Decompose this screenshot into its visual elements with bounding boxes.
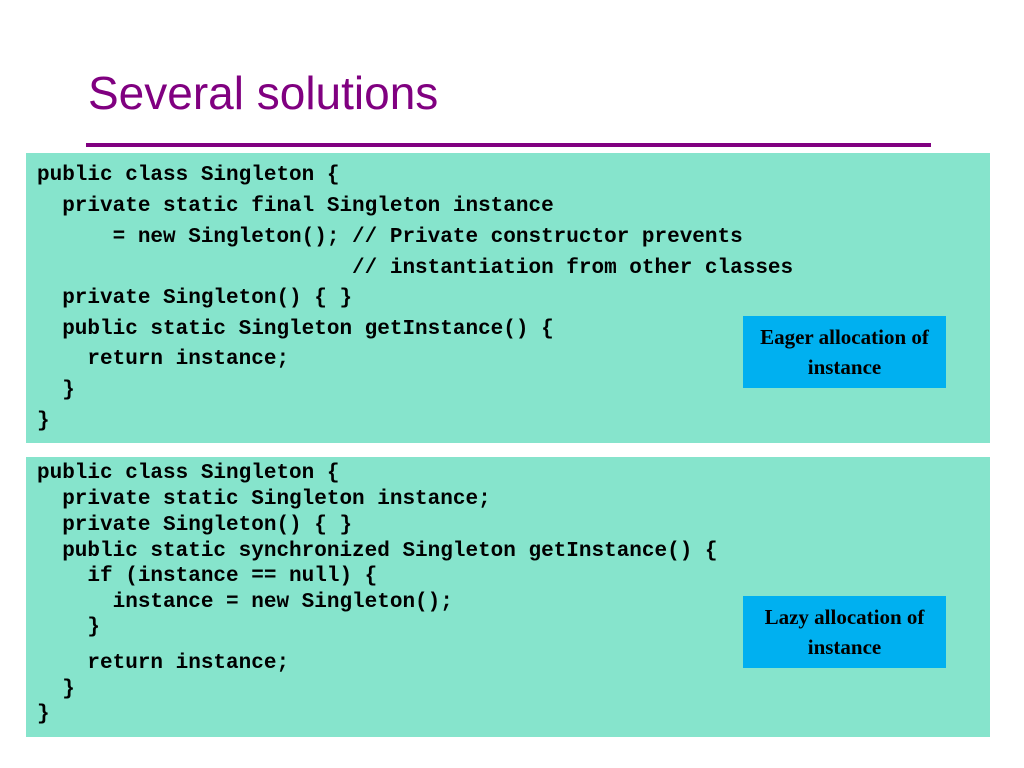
- code-line: private Singleton() { }: [37, 287, 353, 310]
- code-line: if (instance == null) {: [37, 565, 378, 588]
- code-line: public class Singleton {: [37, 462, 340, 485]
- code-line: }: [37, 379, 75, 402]
- code-line: instance = new Singleton();: [37, 591, 453, 614]
- code-line: }: [37, 678, 75, 701]
- code-line: return instance;: [37, 652, 290, 675]
- code-line: = new Singleton(); // Private constructo…: [37, 226, 743, 249]
- code-line: public static synchronized Singleton get…: [37, 540, 718, 563]
- callout-label: Lazy allocation of instance: [764, 605, 925, 659]
- code-line: }: [37, 410, 50, 433]
- eager-code-block: public class Singleton { private static …: [26, 153, 990, 443]
- code-line: public class Singleton {: [37, 164, 340, 187]
- code-line: public static Singleton getInstance() {: [37, 318, 554, 341]
- code-line: private Singleton() { }: [37, 514, 353, 537]
- slide-title: Several solutions: [88, 67, 439, 119]
- callout-label: Eager allocation of instance: [760, 325, 929, 379]
- lazy-allocation-callout: Lazy allocation of instance: [743, 596, 946, 668]
- eager-allocation-callout: Eager allocation of instance: [743, 316, 946, 388]
- code-line: }: [37, 703, 50, 726]
- code-line: private static final Singleton instance: [37, 195, 554, 218]
- code-line: }: [37, 616, 101, 639]
- code-line: // instantiation from other classes: [37, 257, 794, 280]
- code-line: return instance;: [37, 348, 290, 371]
- code-line: private static Singleton instance;: [37, 488, 491, 511]
- title-underline: [86, 143, 931, 147]
